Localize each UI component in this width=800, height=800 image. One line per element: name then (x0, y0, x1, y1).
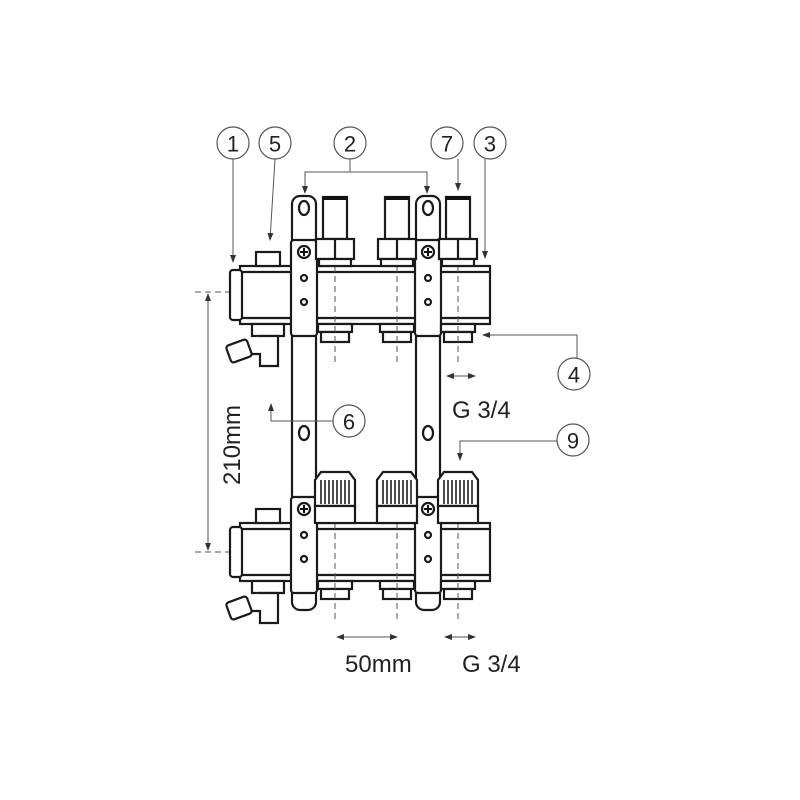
callout-number: 5 (269, 132, 281, 157)
bolt (299, 530, 309, 540)
bracket-clamp (289, 238, 319, 338)
thread-label-top: G 3/4 (452, 397, 511, 424)
air-vent (254, 250, 282, 268)
callout-2: 2 (333, 126, 367, 160)
bracket-hole (421, 424, 435, 442)
callout-circle (216, 126, 250, 160)
bolt (299, 554, 309, 564)
bracket-clamp (289, 495, 319, 595)
callout-number: 9 (567, 429, 579, 454)
callout-1: 1 (216, 126, 250, 160)
bracket-hole (297, 424, 311, 442)
callout-circle (473, 126, 507, 160)
bolt (423, 554, 433, 564)
return-manifold-bar (238, 521, 492, 583)
callout-circle (557, 357, 591, 391)
bolt (423, 297, 433, 307)
callout-3: 3 (473, 126, 507, 160)
flow-meter-tube (321, 195, 349, 241)
callout-number: 3 (484, 132, 496, 157)
thread-label-bottom: G 3/4 (462, 651, 521, 678)
callout-4: 4 (557, 357, 591, 391)
bolt (299, 297, 309, 307)
bolt (423, 530, 433, 540)
callout-number: 4 (568, 363, 580, 388)
drain-nut (250, 322, 286, 338)
callout-6: 6 (332, 404, 366, 438)
valve-body-nut (436, 504, 480, 525)
drain-valve-handle (225, 338, 253, 364)
callout-circle (556, 423, 590, 457)
callout-5: 5 (258, 126, 292, 160)
end-cap (228, 525, 244, 579)
flow-meter-tube (383, 195, 411, 241)
drain-nut (250, 579, 286, 595)
callout-circle (332, 404, 366, 438)
callout-circle (333, 126, 367, 160)
bolt (423, 273, 433, 283)
bracket-hole (421, 199, 435, 217)
bracket-clamp (413, 238, 443, 338)
valve-body-nut (313, 504, 357, 525)
callout-circle (258, 126, 292, 160)
drain-valve-handle (225, 595, 253, 621)
callout-number: 6 (343, 410, 355, 435)
bracket-clamp (413, 495, 443, 595)
callout-number: 2 (344, 132, 356, 157)
bracket-hole (297, 199, 311, 217)
callout-9: 9 (556, 423, 590, 457)
air-vent (254, 507, 282, 525)
spacing-label: 50mm (345, 651, 412, 678)
end-cap (228, 268, 244, 322)
drain-valve-body (252, 334, 280, 368)
callout-circle (430, 126, 464, 160)
height-dimension-label: 210mm (219, 405, 246, 485)
supply-manifold-bar (238, 264, 492, 326)
valve-body-nut (375, 504, 419, 525)
callout-number: 7 (441, 132, 453, 157)
flow-meter-tube (444, 195, 472, 241)
drain-valve-body (252, 591, 280, 625)
bolt (299, 273, 309, 283)
callout-7: 7 (430, 126, 464, 160)
callout-number: 1 (227, 132, 239, 157)
